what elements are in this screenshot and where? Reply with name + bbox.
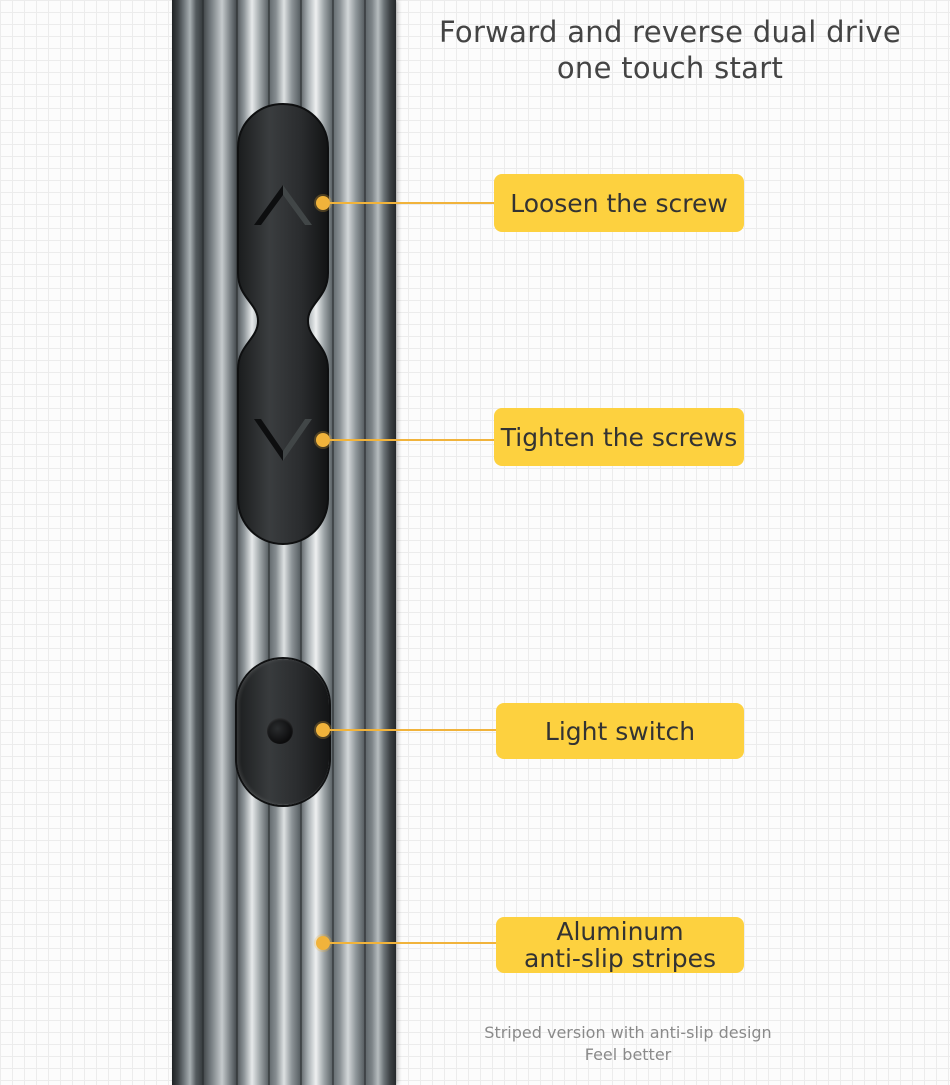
callout-loosen-label: Loosen the screw (494, 174, 744, 232)
callout-marker (316, 433, 330, 447)
callout-text: anti-slip stripes (524, 944, 716, 973)
callout-connector (330, 202, 496, 204)
stripe-groove (332, 0, 334, 1085)
callout-light-label: Light switch (496, 703, 744, 759)
dot-icon (267, 718, 293, 744)
forward-reverse-rocker-button (236, 103, 330, 545)
callout-text: Tighten the screws (500, 422, 738, 452)
callout-stripes-label: Aluminum anti-slip stripes (496, 917, 744, 973)
stripe-groove (202, 0, 204, 1085)
callout-text: Aluminum (556, 917, 684, 946)
callout-connector (330, 729, 498, 731)
headline: Forward and reverse dual drive one touch… (410, 14, 930, 86)
callout-tighten-label: Tighten the screws (494, 408, 744, 466)
callout-marker (316, 723, 330, 737)
callout-connector (330, 942, 498, 944)
footnote-line-1: Striped version with anti-slip design (484, 1023, 772, 1042)
footnote: Striped version with anti-slip design Fe… (440, 1022, 816, 1066)
chevron-up-icon (254, 185, 312, 225)
chevron-down-icon (254, 419, 312, 461)
headline-line-2: one touch start (556, 51, 784, 85)
callout-marker (316, 196, 330, 210)
callout-text: Light switch (544, 716, 696, 746)
callout-text: Loosen the screw (510, 188, 728, 218)
stripe-groove (300, 0, 302, 1085)
headline-line-1: Forward and reverse dual drive (438, 15, 902, 49)
stripe-groove (364, 0, 366, 1085)
stripe-groove (236, 0, 238, 1085)
light-switch-button (237, 659, 329, 805)
callout-marker (316, 936, 330, 950)
callout-connector (330, 439, 496, 441)
footnote-line-2: Feel better (584, 1045, 672, 1064)
